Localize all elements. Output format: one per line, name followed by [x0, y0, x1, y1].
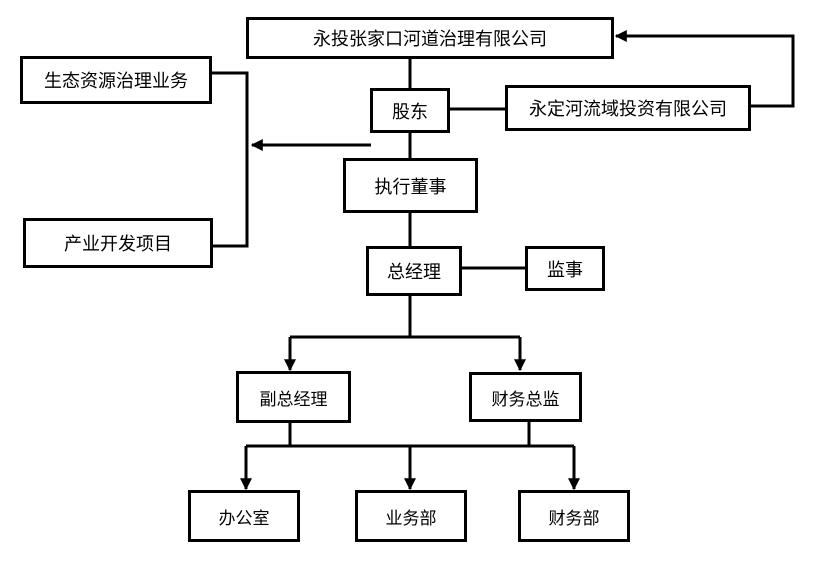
- node-ecology: 生态资源治理业务: [20, 56, 212, 104]
- line-business-bracket: [211, 71, 249, 248]
- node-industry: 产业开发项目: [23, 218, 213, 268]
- node-parent: 永定河流域投资有限公司: [505, 85, 751, 131]
- node-finance-director: 财务总监: [469, 372, 582, 422]
- node-business-dept: 业务部: [355, 490, 467, 542]
- node-deputy-gm: 副总经理: [236, 371, 351, 423]
- node-executive: 执行董事: [343, 158, 478, 213]
- node-office: 办公室: [188, 490, 300, 542]
- line-parent-company: [614, 30, 795, 108]
- node-company: 永投张家口河道治理有限公司: [246, 17, 614, 59]
- node-finance-dept: 财务部: [518, 490, 630, 542]
- node-gm: 总经理: [366, 246, 462, 296]
- node-supervisor: 监事: [525, 246, 605, 291]
- node-shareholder: 股东: [370, 88, 450, 133]
